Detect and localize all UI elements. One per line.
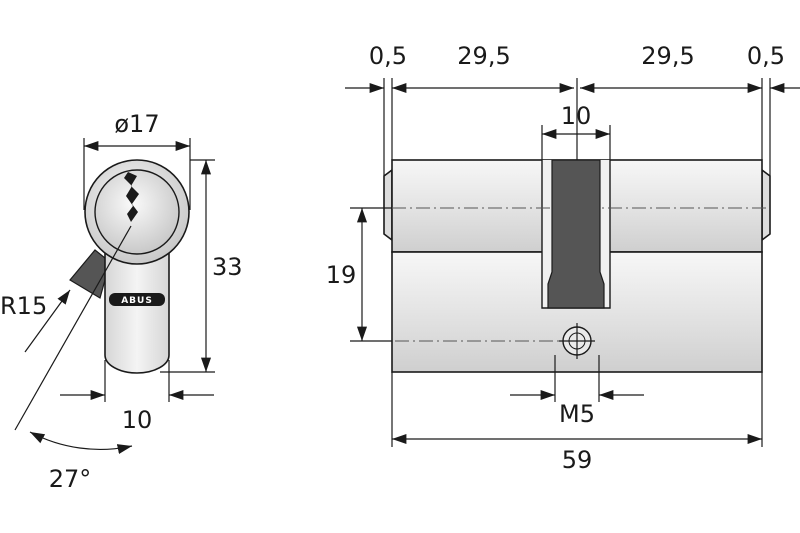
dim-cam-radius: R15 [0, 292, 47, 320]
dim-left-gap: 0,5 [369, 42, 407, 70]
side-view: 0,5 29,5 29,5 0,5 10 19 M5 59 [326, 42, 800, 474]
dim-screw: M5 [559, 400, 595, 428]
left-end-lip [383, 168, 393, 242]
dim-profile-height: 33 [212, 253, 243, 281]
dim-right-gap: 0,5 [747, 42, 785, 70]
dim-right-length: 29,5 [641, 42, 694, 70]
cylinder-profile-body [104, 239, 170, 374]
cam [547, 159, 605, 309]
brand-logo: ABUS [121, 296, 153, 306]
dim-cam-width: 10 [561, 102, 592, 130]
right-end-lip [761, 168, 771, 242]
dim-cam-angle: 27° [49, 465, 92, 493]
dim-diameter: ø17 [114, 110, 159, 138]
dim-profile-width: 10 [122, 406, 153, 434]
dim-cylinder-height: 19 [326, 261, 357, 289]
brand-logo-plate [109, 293, 165, 306]
front-view: ABUS ø17 33 10 R15 27° [0, 110, 243, 493]
keyway-icon [124, 172, 139, 222]
dim-total-length: 59 [562, 446, 593, 474]
dim-left-length: 29,5 [457, 42, 510, 70]
